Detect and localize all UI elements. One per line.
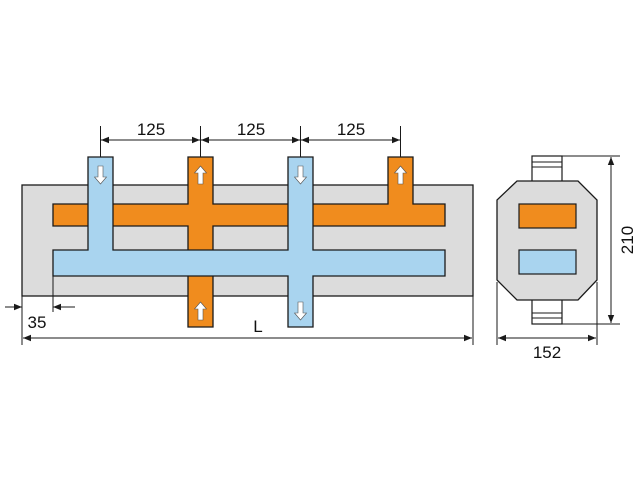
hot-manifold — [52, 156, 446, 328]
white-arrow-up-icon — [193, 165, 208, 185]
cold-manifold — [52, 156, 446, 328]
top-connector — [531, 155, 563, 183]
white-arrow-down-icon — [93, 165, 108, 185]
white-arrow-down-icon — [293, 301, 308, 321]
width-label: 152 — [533, 343, 561, 362]
bottom-connector — [531, 297, 563, 325]
spacing-label-3: 125 — [337, 120, 365, 139]
white-arrow-down-icon — [293, 165, 308, 185]
side-cold-channel — [518, 249, 577, 275]
offset-label: 35 — [28, 313, 47, 332]
height-label: 210 — [618, 226, 637, 254]
spacing-label-1: 125 — [137, 120, 165, 139]
width-dimension — [496, 282, 598, 345]
height-dimension — [562, 155, 620, 325]
side-view: 152 210 — [496, 155, 637, 362]
side-hot-channel — [518, 203, 577, 229]
side-housing — [496, 180, 598, 301]
front-view: 125 125 125 35 L — [5, 120, 474, 345]
offset-dimension — [5, 276, 75, 312]
white-arrow-up-icon — [193, 301, 208, 321]
length-label: L — [253, 317, 262, 336]
spacing-dimension — [100, 126, 401, 157]
spacing-label-2: 125 — [237, 120, 265, 139]
length-dimension — [21, 296, 474, 345]
white-arrow-up-icon — [393, 165, 408, 185]
